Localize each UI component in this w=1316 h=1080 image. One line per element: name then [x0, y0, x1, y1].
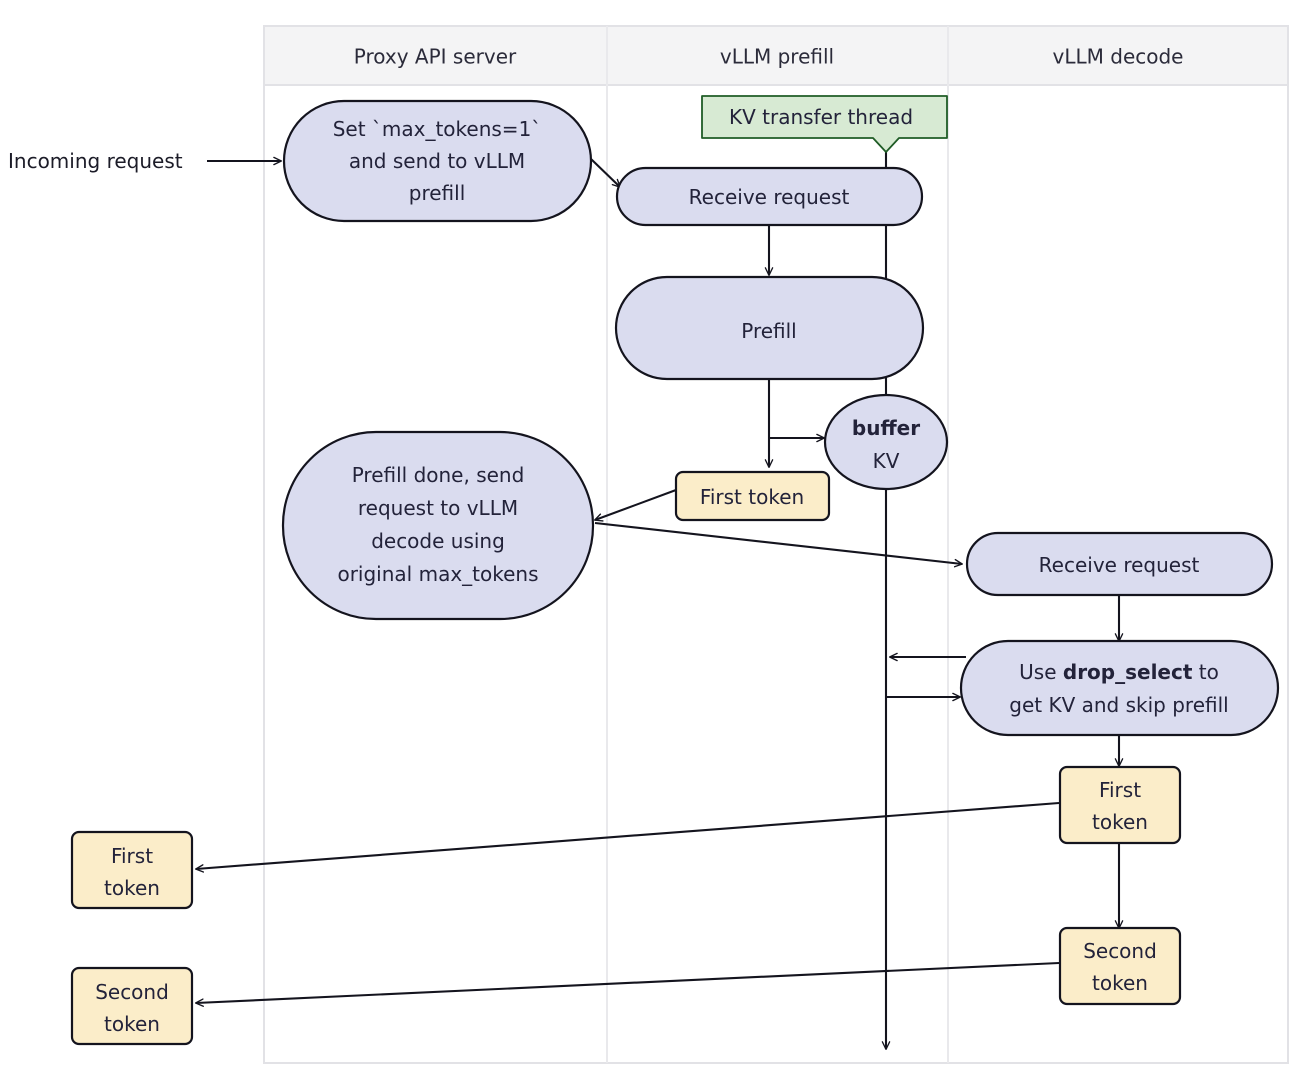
- node-drop-select-shape[interactable]: [959, 639, 1280, 737]
- lane-header-prefill: [606, 25, 949, 86]
- token-decode-second-token-shape[interactable]: [1058, 926, 1182, 1006]
- node-drop-select-line-2: get KV and skip prefill: [1009, 693, 1228, 717]
- token-decode-second-token[interactable]: Second token: [1058, 926, 1182, 1006]
- node-set-max-tokens-shape[interactable]: [282, 99, 593, 223]
- node-drop-select-line-1: Use drop_select to: [1019, 660, 1219, 684]
- node-prefill-step[interactable]: Prefill: [614, 275, 925, 381]
- lane-header-proxy: [263, 25, 608, 86]
- drop-select-seg-2: drop_select: [1063, 660, 1193, 684]
- token-decode-second-token-line-2: token: [1092, 971, 1148, 995]
- token-out-first-token-line-2: token: [104, 876, 160, 900]
- node-prefill-done-shape[interactable]: [281, 430, 595, 621]
- node-decode-receive-request[interactable]: Receive request: [965, 531, 1274, 597]
- node-prefill-done-line-3: decode using: [371, 529, 505, 553]
- note-kv-transfer-thread[interactable]: KV transfer thread: [701, 95, 948, 153]
- token-prefill-first-token[interactable]: First token: [674, 470, 831, 522]
- node-prefill-done-line-1: Prefill done, send: [352, 463, 525, 487]
- node-set-max-tokens-line-1: Set `max_tokens=1`: [333, 117, 542, 141]
- token-out-second-token-line-2: token: [104, 1012, 160, 1036]
- node-prefill-receive-request-shape[interactable]: [615, 166, 924, 227]
- token-decode-second-token-line-1: Second: [1083, 939, 1157, 963]
- node-prefill-done-line-4: original max_tokens: [337, 562, 538, 586]
- edge-first-token-to-prefill-done: [593, 489, 677, 522]
- token-decode-first-token-line-2: token: [1092, 810, 1148, 834]
- drop-select-seg-3: to: [1192, 660, 1218, 684]
- edge-set-max-tokens-to-prefill-receive: [590, 158, 621, 188]
- token-prefill-first-token-shape[interactable]: [674, 470, 831, 522]
- lane-label-decode: vLLM decode: [1053, 45, 1184, 69]
- connectors: [194, 156, 1124, 1007]
- node-prefill-receive-request-label: Receive request: [689, 185, 850, 209]
- label-incoming-request: Incoming request: [8, 149, 183, 173]
- token-decode-first-token[interactable]: First token: [1058, 765, 1182, 845]
- token-decode-first-token-shape[interactable]: [1058, 765, 1182, 845]
- node-prefill-done-line-2: request to vLLM: [358, 496, 518, 520]
- token-out-first-token[interactable]: First token: [70, 830, 194, 910]
- edge-decode-first-token-to-output: [194, 801, 1060, 873]
- node-decode-receive-request-shape[interactable]: [965, 531, 1274, 597]
- node-set-max-tokens[interactable]: Set `max_tokens=1` and send to vLLM pref…: [282, 99, 593, 223]
- lane-header-decode: [947, 25, 1289, 86]
- lane-label-proxy: Proxy API server: [354, 45, 517, 69]
- node-prefill-step-shape[interactable]: [614, 275, 925, 381]
- note-kv-transfer-thread-label: KV transfer thread: [729, 105, 913, 129]
- node-prefill-receive-request[interactable]: Receive request: [615, 166, 924, 227]
- note-kv-transfer-thread-shape[interactable]: [701, 95, 948, 153]
- token-out-first-token-line-1: First: [111, 844, 153, 868]
- token-out-second-token-line-1: Second: [95, 980, 169, 1004]
- node-set-max-tokens-line-2: and send to vLLM: [349, 149, 525, 173]
- token-out-second-token[interactable]: Second token: [70, 966, 194, 1046]
- node-prefill-step-label: Prefill: [741, 319, 797, 343]
- edge-prefill-done-to-decode-receive: [594, 521, 964, 568]
- token-out-first-token-shape[interactable]: [70, 830, 194, 910]
- token-prefill-first-token-label: First token: [700, 485, 804, 509]
- token-decode-first-token-line-1: First: [1099, 778, 1141, 802]
- node-decode-receive-request-label: Receive request: [1039, 553, 1200, 577]
- node-buffer-kv[interactable]: buffer KV: [823, 393, 949, 491]
- lane-label-prefill: vLLM prefill: [720, 45, 834, 69]
- node-buffer-kv-line-2: KV: [873, 449, 900, 473]
- drop-select-seg-1: Use: [1019, 660, 1063, 684]
- node-buffer-kv-line-1: buffer: [852, 416, 920, 440]
- node-prefill-done[interactable]: Prefill done, send request to vLLM decod…: [281, 430, 595, 621]
- node-set-max-tokens-line-3: prefill: [409, 181, 466, 205]
- token-out-second-token-shape[interactable]: [70, 966, 194, 1046]
- edge-decode-second-token-to-output: [194, 961, 1060, 1007]
- node-drop-select[interactable]: Use drop_select to get KV and skip prefi…: [959, 639, 1280, 737]
- node-buffer-kv-shape[interactable]: [823, 393, 949, 491]
